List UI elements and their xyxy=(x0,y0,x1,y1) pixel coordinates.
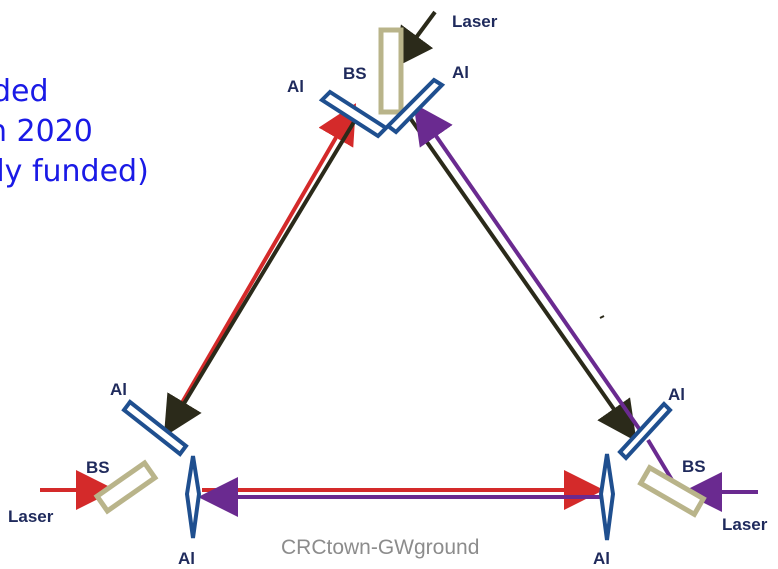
label-laser-left: Laser xyxy=(8,507,54,526)
label-bs-right: BS xyxy=(682,457,706,476)
text-line-1: nded xyxy=(0,74,49,109)
beamsplitter-right xyxy=(637,464,707,518)
label-al-top-right: Al xyxy=(452,63,469,82)
label-al-top-left: Al xyxy=(287,77,304,96)
input-laser-top xyxy=(393,10,437,69)
purple-beam-right-edge xyxy=(413,103,642,432)
label-al-left-lower: Al xyxy=(178,549,195,568)
small-tick-mark xyxy=(599,315,605,319)
slide-body-text: nded n 2020 lly funded) xyxy=(0,72,149,192)
image-caption: CRCtown-GWground xyxy=(281,536,480,559)
label-al-right-upper: Al xyxy=(668,385,685,404)
mirror-top-right xyxy=(384,77,446,135)
mirror-right-lower xyxy=(598,453,616,541)
mirror-left-upper xyxy=(121,399,189,457)
dark-beam-left-edge xyxy=(163,110,362,437)
label-al-right-lower: Al xyxy=(593,549,610,568)
text-line-2: n 2020 xyxy=(0,114,93,149)
label-laser-right: Laser xyxy=(722,515,768,534)
mirror-top-left xyxy=(318,89,390,139)
label-bs-top: BS xyxy=(343,64,367,83)
beamsplitter-left xyxy=(93,459,159,515)
beamsplitter-top xyxy=(378,27,404,115)
label-al-left-upper: Al xyxy=(110,380,127,399)
mirror-left-lower xyxy=(184,455,202,539)
mirror-right-upper xyxy=(617,401,673,461)
text-line-3: lly funded) xyxy=(0,154,149,189)
dark-beam-right-edge xyxy=(406,113,637,442)
label-laser-top: Laser xyxy=(452,12,498,31)
label-bs-left: BS xyxy=(86,458,110,477)
red-beam-left-edge xyxy=(170,103,357,422)
